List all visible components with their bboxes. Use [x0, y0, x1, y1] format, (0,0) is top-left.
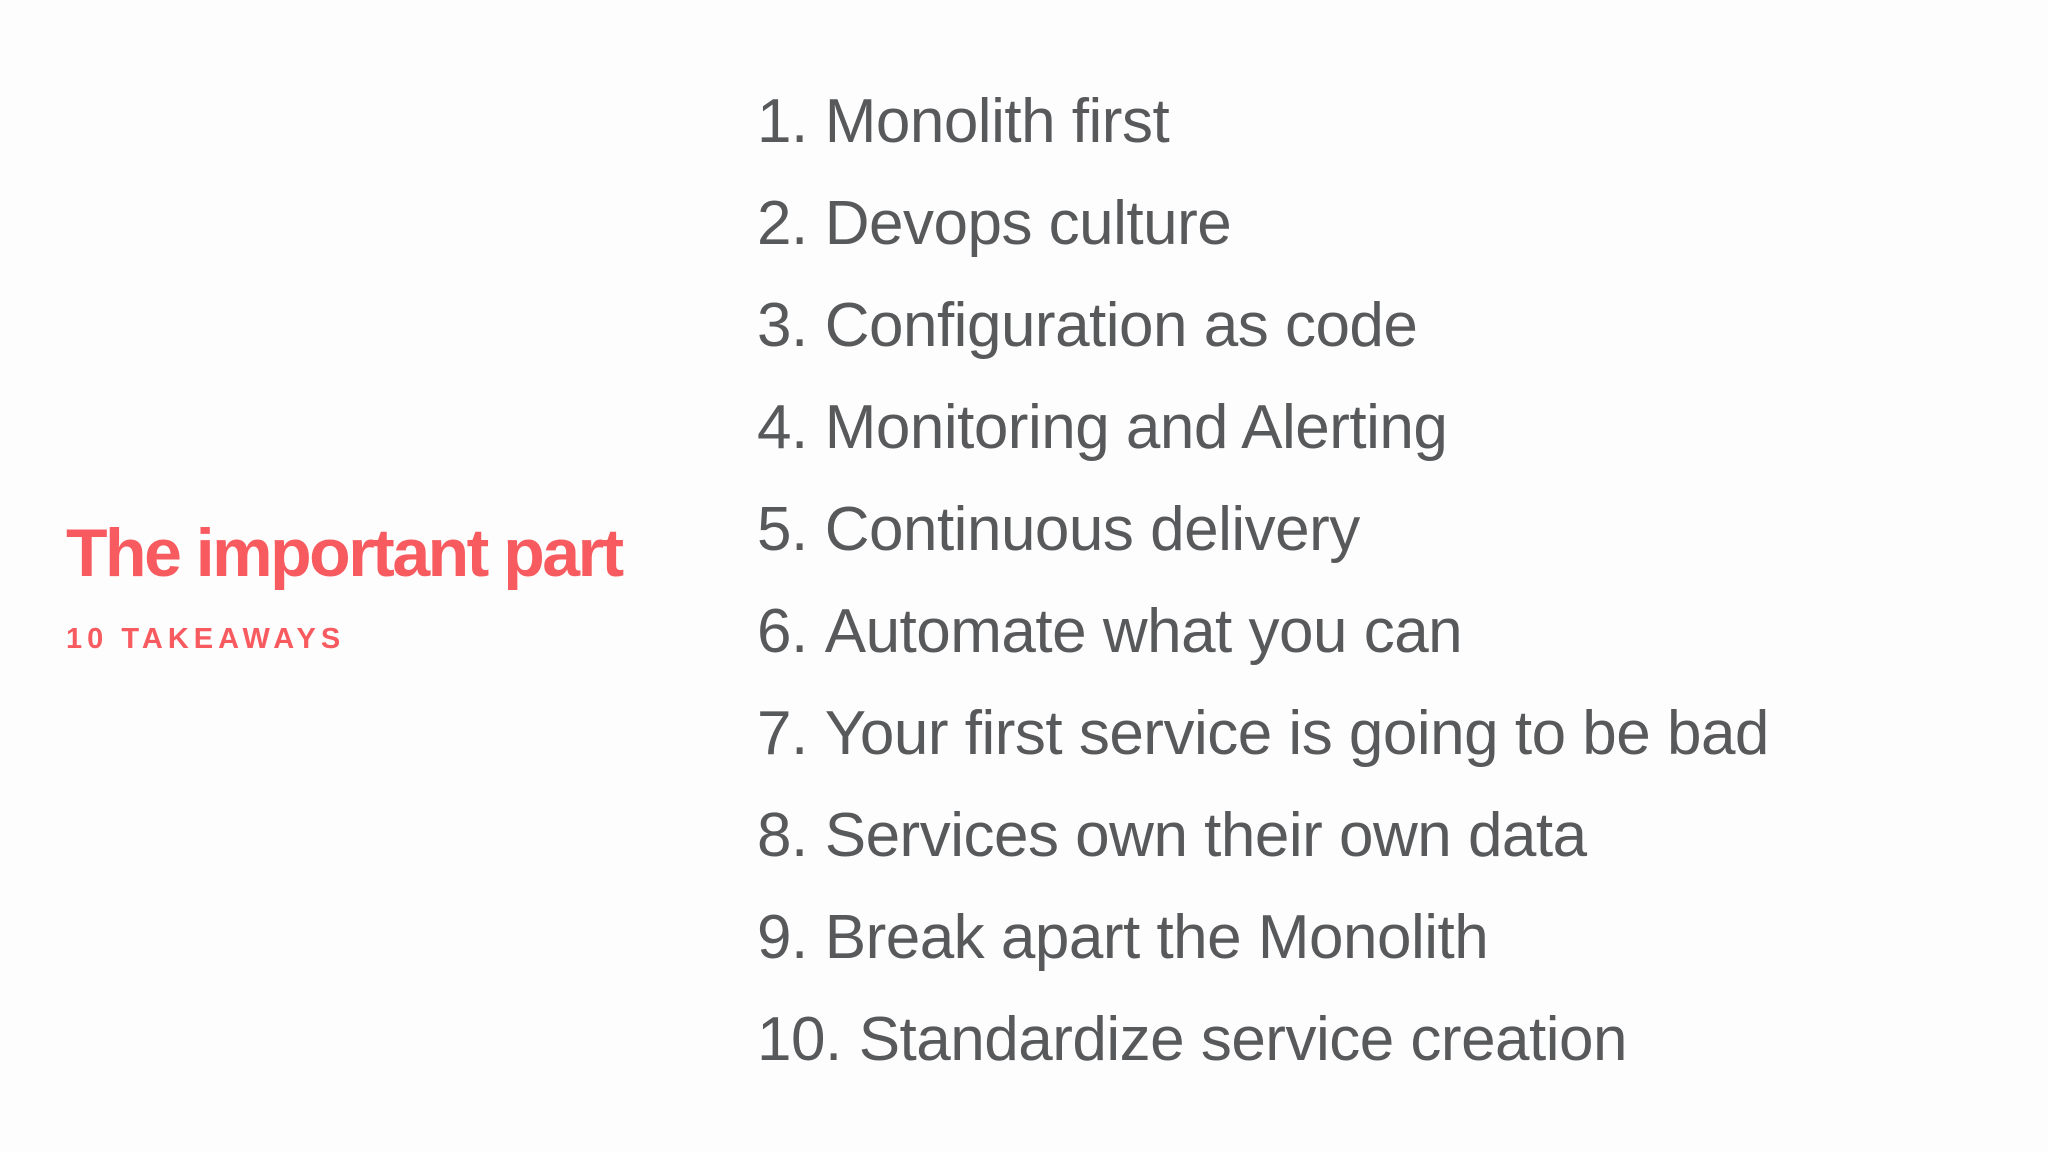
item-label: Automate what you can	[824, 597, 1463, 666]
list-item: 9.Break apart the Monolith	[757, 887, 1769, 989]
item-number: 8.	[757, 801, 808, 870]
takeaway-list: 1.Monolith first 2.Devops culture 3.Conf…	[757, 71, 1769, 1091]
list-item: 5.Continuous delivery	[757, 479, 1769, 581]
slide-subtitle: 10 TAKEAWAYS	[66, 623, 346, 655]
item-label: Continuous delivery	[824, 495, 1361, 564]
list-item: 8.Services own their own data	[757, 785, 1769, 887]
item-label: Devops culture	[824, 189, 1232, 258]
item-label: Configuration as code	[824, 291, 1418, 360]
list-item: 6.Automate what you can	[757, 581, 1769, 683]
item-number: 7.	[757, 699, 808, 768]
list-item: 7.Your first service is going to be bad	[757, 683, 1769, 785]
item-label: Standardize service creation	[858, 1005, 1628, 1074]
list-item: 2.Devops culture	[757, 173, 1769, 275]
list-item: 4.Monitoring and Alerting	[757, 377, 1769, 479]
item-label: Your first service is going to be bad	[824, 699, 1770, 768]
item-number: 4.	[757, 393, 808, 462]
slide-title: The important part	[66, 515, 624, 591]
item-number: 10.	[757, 1005, 842, 1074]
list-item: 3.Configuration as code	[757, 275, 1769, 377]
item-label: Services own their own data	[824, 801, 1587, 870]
list-item: 10.Standardize service creation	[757, 989, 1769, 1091]
item-number: 2.	[757, 189, 808, 258]
title-block: The important part 10 TAKEAWAYS	[66, 515, 624, 656]
item-label: Monitoring and Alerting	[824, 393, 1448, 462]
item-number: 9.	[757, 903, 808, 972]
item-number: 1.	[757, 87, 808, 156]
item-number: 3.	[757, 291, 808, 360]
item-number: 6.	[757, 597, 808, 666]
item-label: Break apart the Monolith	[824, 903, 1489, 972]
list-item: 1.Monolith first	[757, 71, 1769, 173]
item-label: Monolith first	[824, 87, 1170, 156]
item-number: 5.	[757, 495, 808, 564]
